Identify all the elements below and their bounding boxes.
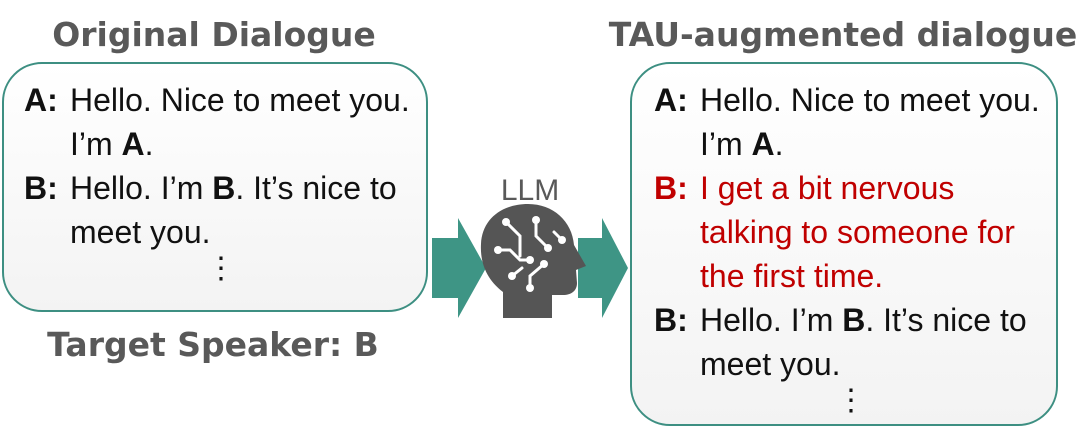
target-speaker-label: Target Speaker: B (47, 325, 379, 364)
tau-dialogue-title: TAU-augmented dialogue (608, 15, 1078, 54)
utterance: Hello. I’m B. It’s nice to meet you. (700, 302, 1027, 382)
output-arrow-icon (578, 218, 628, 318)
inserted-utterance: I get a bit nervous talking to someone f… (700, 170, 1015, 294)
original-turn-b: B: Hello. I’m B. It’s nice to meet you. (24, 166, 420, 254)
llm-label: LLM (500, 174, 560, 207)
original-dialogue-box (2, 62, 428, 312)
speaker-label: A: (24, 82, 58, 118)
original-dialogue-title: Original Dialogue (52, 15, 376, 54)
speaker-label: B: (24, 170, 58, 206)
utterance: Hello. I’m B. It’s nice to meet you. (70, 170, 397, 250)
augmented-turn-b: B: Hello. I’m B. It’s nice to meet you. (654, 298, 1050, 386)
speaker-label: A: (654, 82, 688, 118)
original-turn-a: A: Hello. Nice to meet you. I’m A. (24, 78, 420, 166)
augmented-ellipsis: ⋮ (836, 384, 866, 417)
input-arrow-icon (432, 218, 486, 318)
augmented-turn-a: A: Hello. Nice to meet you. I’m A. (654, 78, 1050, 166)
augmented-inserted-turn-b: B: I get a bit nervous talking to someon… (654, 166, 1050, 298)
utterance: Hello. Nice to meet you. I’m A. (70, 82, 410, 162)
speaker-label: B: (654, 170, 688, 206)
utterance: Hello. Nice to meet you. I’m A. (700, 82, 1040, 162)
brain-head-icon (480, 204, 586, 318)
tau-dialogue-box (630, 62, 1058, 426)
speaker-label: B: (654, 302, 688, 338)
original-ellipsis: ⋮ (206, 252, 236, 285)
